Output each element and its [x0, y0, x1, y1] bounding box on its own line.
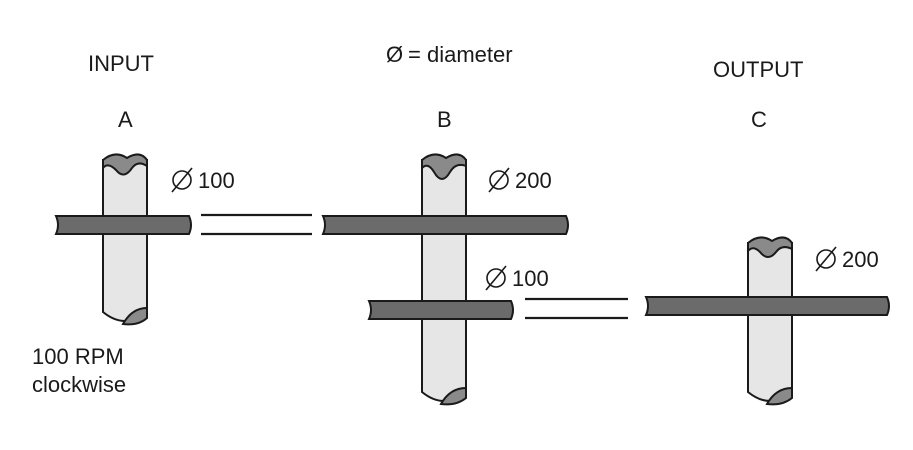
shaft-label-a: A — [118, 107, 133, 132]
diameter-icon-b-small — [485, 265, 507, 291]
diameter-icon-a — [171, 167, 193, 193]
output-label: OUTPUT — [713, 57, 803, 82]
input-label: INPUT — [88, 51, 154, 76]
shaft-a — [102, 153, 148, 326]
diameter-legend-text: = diameter — [408, 42, 513, 67]
diameter-value-b-small: 100 — [512, 266, 549, 291]
shaft-b — [421, 153, 467, 406]
diameter-value-b-large: 200 — [515, 168, 552, 193]
shaft-label-b: B — [437, 107, 452, 132]
pulley-b-large — [321, 215, 569, 235]
pulley-a — [54, 215, 192, 235]
input-speed-rpm: 100 RPM — [32, 344, 124, 369]
shaft-label-c: C — [751, 107, 767, 132]
pulley-b-small — [367, 300, 514, 320]
shaft-c — [747, 236, 793, 406]
diameter-value-a: 100 — [198, 168, 235, 193]
belt-b-c — [525, 297, 628, 320]
pulley-c — [644, 296, 890, 316]
input-speed-direction: clockwise — [32, 372, 126, 397]
belt-a-b — [201, 213, 312, 236]
diameter-icon-b-large — [488, 167, 510, 193]
diameter-legend: Ø = diameter — [386, 42, 513, 67]
diameter-icon-c — [815, 246, 837, 272]
diameter-value-c: 200 — [842, 247, 879, 272]
diameter-symbol: Ø — [386, 42, 403, 67]
